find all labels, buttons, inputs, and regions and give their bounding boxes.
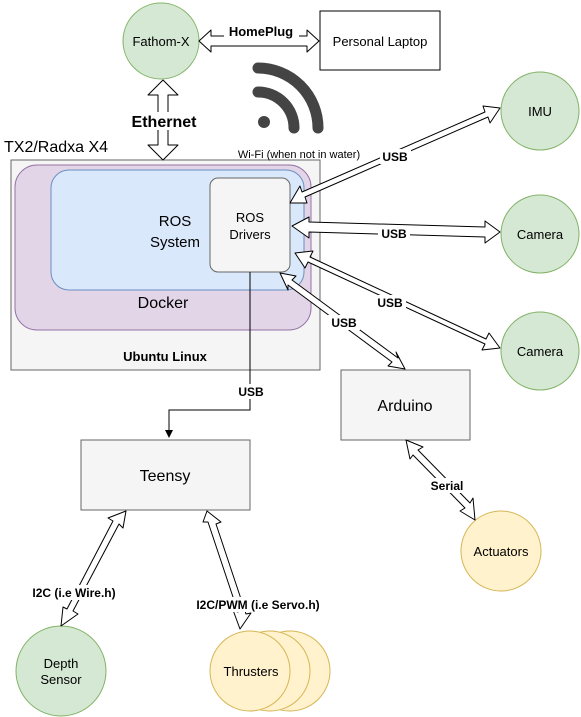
thrusters-label: Thrusters — [224, 664, 279, 679]
i2c-pwm-label: I2C/PWM (i.e Servo.h) — [196, 598, 319, 612]
camera-node-1[interactable] — [500, 194, 580, 274]
ros-drivers-label-line2: Drivers — [229, 227, 271, 242]
serial-label: Serial — [431, 479, 464, 493]
teensy-usb-label: USB — [238, 385, 264, 399]
camera2-label: Camera — [517, 344, 564, 359]
imu-node[interactable] — [500, 71, 580, 151]
actuators-node[interactable] — [460, 510, 542, 592]
ros-drivers-box[interactable] — [209, 177, 291, 273]
homeplug-connector[interactable] — [198, 29, 320, 53]
camera1-label: Camera — [517, 227, 564, 242]
wifi-label: Wi-Fi (when not in water) — [238, 149, 360, 161]
wifi-icon — [252, 62, 324, 134]
imu-usb-label: USB — [382, 150, 408, 164]
ros-drivers-label-line1: ROS — [236, 210, 265, 225]
ubuntu-linux-label: Ubuntu Linux — [123, 349, 208, 364]
actuators-label: Actuators — [474, 544, 529, 559]
host-title: TX2/Radxa X4 — [4, 139, 108, 156]
fathom-x-label: Fathom-X — [132, 34, 189, 49]
depth-sensor-label-line1: Depth — [44, 656, 79, 671]
teensy-usb-line[interactable] — [165, 272, 251, 438]
ethernet-label: Ethernet — [132, 114, 198, 131]
camera2-usb-label: USB — [377, 296, 403, 310]
arduino-usb-label: USB — [331, 316, 357, 330]
imu-label: IMU — [528, 104, 552, 119]
homeplug-label: HomePlug — [229, 24, 293, 39]
camera-node-2[interactable] — [500, 311, 580, 391]
arduino-node[interactable] — [340, 369, 471, 441]
depth-sensor-node[interactable] — [15, 625, 107, 717]
depth-sensor-label-line2: Sensor — [40, 672, 82, 687]
thrusters-node[interactable] — [209, 630, 331, 712]
teensy-node[interactable] — [80, 439, 251, 511]
i2c-connector[interactable] — [60, 510, 127, 627]
personal-laptop-node[interactable] — [319, 10, 441, 71]
teensy-label: Teensy — [140, 468, 191, 485]
ros-system-label-line1: ROS — [159, 213, 192, 230]
i2c-label: I2C (i.e Wire.h) — [32, 586, 115, 600]
camera1-usb-label: USB — [381, 227, 407, 241]
arduino-label: Arduino — [377, 398, 432, 415]
personal-laptop-label: Personal Laptop — [333, 34, 428, 49]
docker-label: Docker — [138, 295, 189, 312]
ros-system-label-line2: System — [150, 234, 200, 251]
